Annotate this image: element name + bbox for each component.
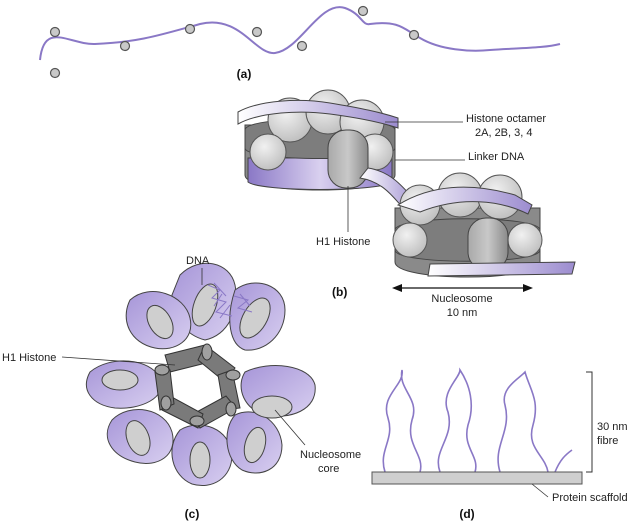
nucleosome-bead — [49, 26, 61, 38]
nucleosome-bead — [184, 23, 196, 35]
dna-strand — [39, 6, 561, 61]
nucleosome-disc — [146, 304, 174, 340]
dna-helix — [207, 282, 233, 319]
nucleosome-disc — [191, 283, 219, 327]
histone-ball — [392, 222, 428, 258]
nucleosome-disc — [101, 369, 139, 391]
nucleosome-disc — [125, 420, 151, 456]
label-fibre: fibre — [597, 435, 618, 447]
panel-label-b: (b) — [332, 285, 347, 299]
nucleosome-bead — [357, 5, 369, 17]
label-linker-dna: Linker DNA — [468, 151, 525, 163]
label-nucleosome: Nucleosome — [431, 293, 492, 305]
nucleosome-lower — [392, 172, 576, 278]
dna-helix — [233, 293, 253, 313]
label-dna: DNA — [186, 255, 210, 267]
h1-histone — [327, 129, 369, 189]
label-10nm: 10 nm — [447, 307, 478, 319]
dna-wrap — [237, 99, 399, 129]
label-nucleosome-core-2: core — [318, 463, 339, 475]
nucleosome-bead — [251, 26, 263, 38]
label-h1-histone-c: H1 Histone — [2, 352, 56, 364]
label-histone-octamer: Histone octamer — [466, 113, 546, 125]
panel-label-d: (d) — [459, 507, 474, 521]
leader-nucleosome-core — [274, 409, 306, 446]
h1-histone — [467, 217, 509, 271]
nucleosome-bead — [119, 40, 131, 52]
fibre-loop — [554, 449, 573, 473]
fibre-loop — [437, 367, 477, 473]
panel-label-a: (a) — [237, 67, 252, 81]
protein-scaffold — [371, 471, 583, 485]
dna-exit — [427, 261, 576, 277]
label-protein-scaffold: Protein scaffold — [552, 492, 628, 504]
leader-h1-c — [61, 356, 176, 366]
dna-wrap — [396, 186, 533, 215]
nucleosome-bead — [49, 67, 61, 79]
nucleosome-disc — [243, 426, 267, 464]
h1-cap — [154, 364, 170, 376]
h1-cap — [225, 369, 241, 381]
fibre-loop — [497, 370, 549, 473]
h1-cap — [201, 343, 213, 361]
nucleosome-disc — [251, 395, 293, 419]
panel-b-nucleosomes: Histone octamer 2A, 2B, 3, 4 Linker DNA … — [237, 89, 576, 319]
histone-ball — [507, 222, 543, 258]
histone-ball — [249, 133, 287, 171]
nucleosome-disc — [239, 297, 271, 339]
fibre-bracket — [586, 371, 593, 473]
label-h1-histone-b: H1 Histone — [316, 236, 370, 248]
panel-d-fibre-loops: Protein scaffold 30 nm fibre (d) — [371, 367, 628, 521]
label-histone-types: 2A, 2B, 3, 4 — [475, 127, 532, 139]
h1-cap — [160, 395, 172, 411]
label-nucleosome-core-1: Nucleosome — [300, 449, 361, 461]
fibre-loop — [382, 369, 422, 473]
panel-c-solenoid: DNA H1 Histone Nucleosome core (c) — [2, 255, 361, 521]
nucleosome-bead — [296, 40, 308, 52]
panel-label-c: (c) — [185, 507, 200, 521]
panel-a-dna-string: (a) — [39, 5, 561, 81]
h1-cap — [189, 415, 205, 427]
nucleosome-disc — [189, 441, 211, 479]
label-30nm: 30 nm — [597, 421, 628, 433]
h1-cap — [225, 401, 237, 417]
leader-scaffold — [531, 483, 549, 498]
nucleosome-bead — [408, 29, 420, 41]
